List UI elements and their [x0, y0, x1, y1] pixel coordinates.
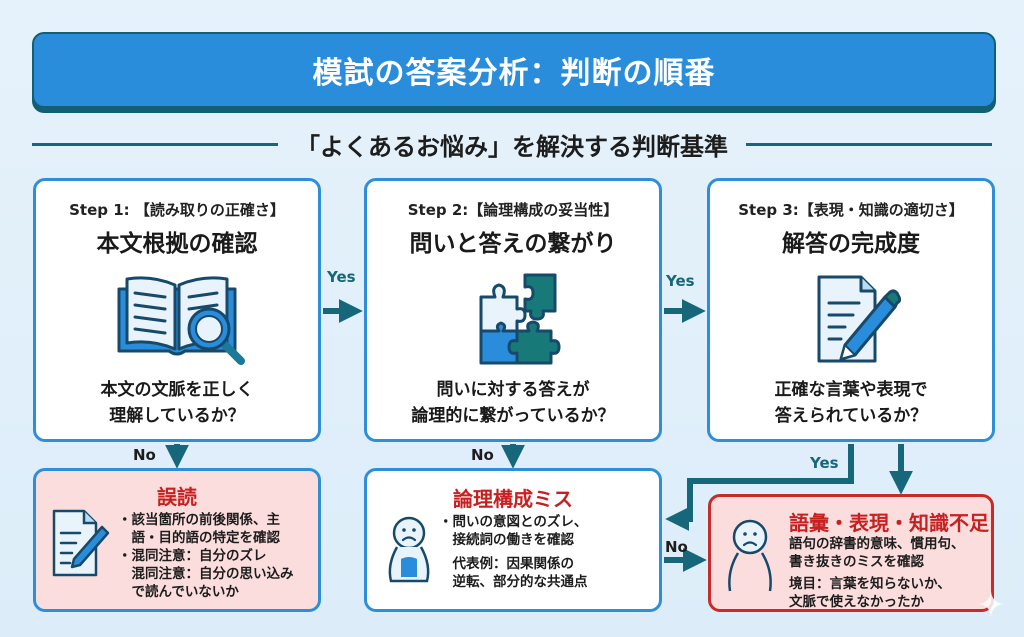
sad-person-icon [385, 515, 433, 589]
puzzle-icon [463, 267, 563, 371]
divider-right [746, 142, 992, 146]
detail-line: 代表例：因果関係の [439, 556, 574, 572]
step-label: Step 1: 【読み取りの正確さ】 [69, 201, 285, 219]
detail-line: 語句の辞書的意味、慣用句、 [789, 536, 965, 552]
question-line: 答えられているか？ [774, 406, 928, 426]
detail-line: ・問いの意図とのズレ、 [439, 514, 588, 530]
result-detail: ・該当箇所の前後関係、主 語・目的語の特定を確認 ・混同注意：自分のズレ 混同注… [118, 511, 294, 601]
result-card-misreading: 誤読 ・該当箇所の前後関係、主 語・目的語の特定を確認 ・混同注意：自分のズレ … [33, 468, 321, 612]
subtitle-row: 「よくあるお悩み」を解決する判断基準 [32, 125, 992, 163]
step-question: 正確な言葉や表現で 答えられているか？ [710, 377, 992, 429]
result-card-vocabulary-shortage: 語彙・表現・知識不足 語句の辞書的意味、慣用句、 書き抜きのミスを確認 境目：言… [708, 494, 994, 612]
detail-line: 逆転、部分的な共通点 [439, 574, 588, 590]
yes-label-2: Yes [666, 272, 695, 290]
result-card-logic-error: 論理構成ミス ・問いの意図とのズレ、 接続詞の働きを確認 代表例：因果関係の 逆… [364, 468, 662, 612]
yes-label-3: Yes [810, 454, 839, 472]
detail-line: 語・目的語の特定を確認 [118, 530, 280, 546]
title-banner: 模試の答案分析：判断の順番 [32, 32, 996, 108]
sparkle-icon [978, 591, 1004, 621]
book-magnifier-icon [107, 267, 247, 371]
step-label: Step 2:【論理構成の妥当性】 [407, 201, 619, 219]
document-pencil-icon [801, 267, 902, 371]
divider-left [32, 142, 278, 146]
result-title: 誤読 [157, 485, 197, 509]
step-title: 解答の完成度 [782, 231, 920, 257]
detail-line: 文脈で使えなかったか [789, 594, 924, 610]
step-label: Step 3:【表現・知識の適切さ】 [738, 201, 964, 219]
page-title: 模試の答案分析：判断の順番 [312, 56, 716, 91]
arrow-step3-yes-to-result2 [665, 444, 854, 531]
detail-line: 境目：言葉を知らないか、 [789, 576, 951, 592]
detail-line: 接続詞の働きを確認 [439, 532, 574, 548]
detail-line: 書き抜きのミスを確認 [789, 554, 924, 570]
detail-line: で読んでいないか [118, 584, 239, 600]
detail-line: 混同注意：自分の思い込み [118, 566, 294, 582]
sad-person-icon [725, 517, 775, 597]
result-detail: 語句の辞書的意味、慣用句、 書き抜きのミスを確認 境目：言葉を知らないか、 文脈… [789, 535, 965, 611]
step-card-1: Step 1: 【読み取りの正確さ】 本文根拠の確認 本文の文脈を正しく 理解し… [33, 178, 321, 442]
yes-label-1: Yes [327, 268, 356, 286]
step-question: 問いに対する答えが 論理的に繋がっているか？ [367, 377, 659, 429]
result-title: 語彙・表現・知識不足 [789, 511, 989, 535]
detail-line: ・混同注意：自分のズレ [118, 548, 267, 564]
step-title: 本文根拠の確認 [96, 231, 258, 257]
step-card-2: Step 2:【論理構成の妥当性】 問いと答えの繋がり 問いに対する答えが 論理… [364, 178, 662, 442]
page-subtitle: 「よくあるお悩み」を解決する判断基準 [296, 132, 728, 161]
question-line: 本文の文脈を正しく [100, 380, 254, 400]
detail-line: ・該当箇所の前後関係、主 [118, 512, 280, 528]
document-pencil-icon [50, 507, 112, 583]
step-card-3: Step 3:【表現・知識の適切さ】 解答の完成度 正確な言葉や表現で 答えられ… [707, 178, 995, 442]
question-line: 理解しているか？ [109, 406, 245, 426]
question-line: 問いに対する答えが [436, 380, 590, 400]
result-detail: ・問いの意図とのズレ、 接続詞の働きを確認 代表例：因果関係の 逆転、部分的な共… [439, 513, 588, 591]
step-question: 本文の文脈を正しく 理解しているか？ [36, 377, 318, 429]
no-label-3: No [665, 538, 688, 556]
no-label-1: No [133, 446, 156, 464]
no-label-2: No [471, 446, 494, 464]
question-line: 論理的に繋がっているか？ [411, 406, 615, 426]
result-title: 論理構成ミス [453, 487, 573, 511]
step-title: 問いと答えの繋がり [409, 231, 617, 257]
question-line: 正確な言葉や表現で [774, 380, 928, 400]
